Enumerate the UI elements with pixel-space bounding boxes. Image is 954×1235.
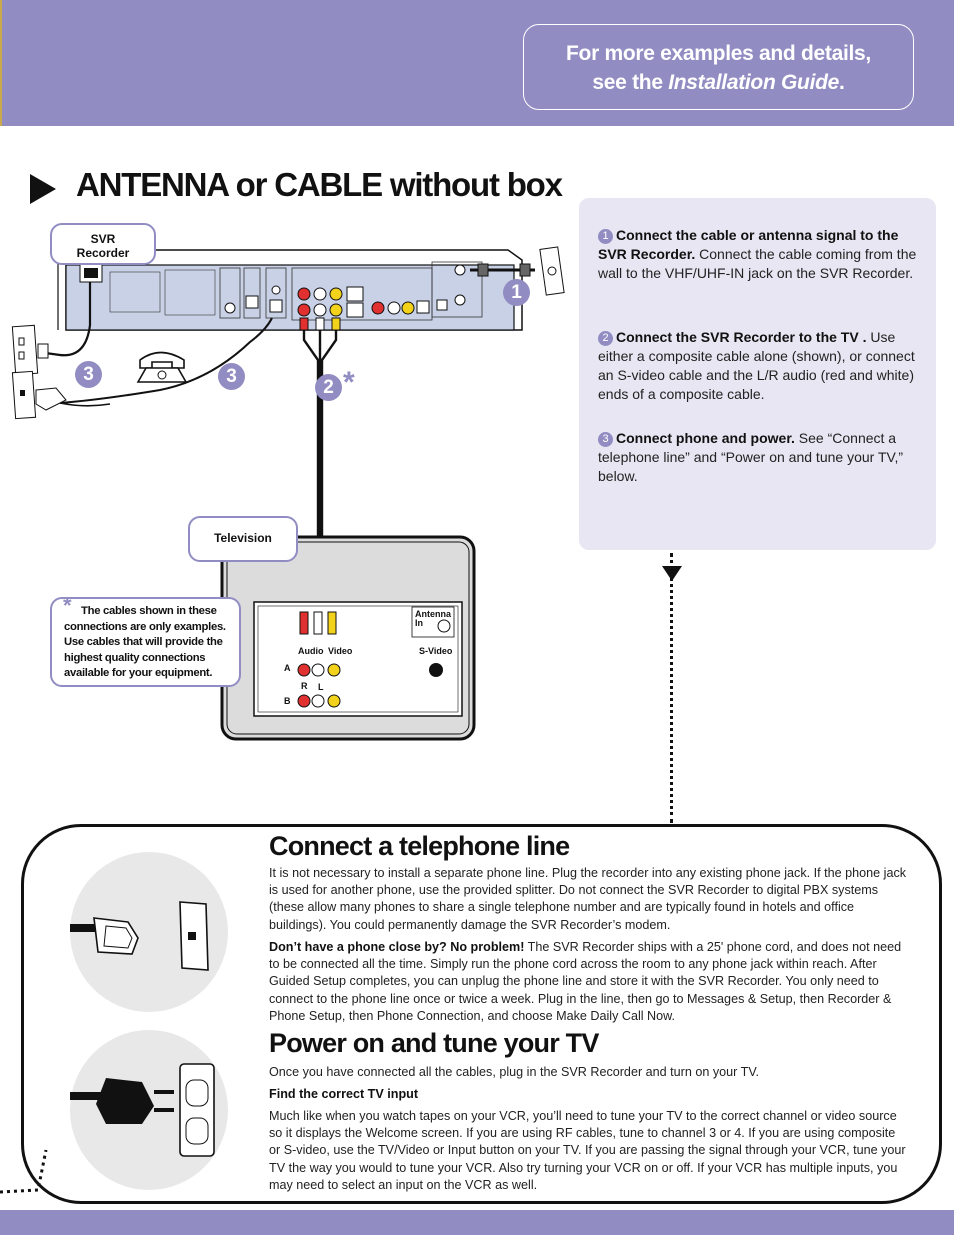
power-paragraph-1: Once you have connected all the cables, … [269,1065,760,1079]
tv-antenna-in-label: In [415,618,423,628]
step-3-text: See “Connect a telephone line” and “Powe… [598,430,904,484]
footnote-text: The cables shown in these connections ar… [64,605,226,679]
phone-section-title: Connect a telephone line [269,831,570,861]
step-2-title: Connect the SVR Recorder to the TV . [616,329,867,345]
tv-antenna-label: Antenna [415,609,452,619]
power-outlet-illustration [70,1030,228,1190]
bubble-3-power: 3 [75,361,102,388]
television-callout: Television [188,516,298,562]
connection-diagram: Audio Video A B R L Antenna In S-Video [11,246,565,741]
power-subhead: Find the correct TV input [269,1087,419,1101]
tv-audio-label: Audio [298,646,324,656]
heading-arrow-icon [30,174,56,204]
step-1-title: Connect the cable or antenna signal to t… [598,227,899,262]
phone-jack-illustration [70,852,228,1012]
tv-l-label: L [318,682,324,692]
bubble-1: 1 [503,279,530,306]
guide-line-2: see the Installation Guide. [524,68,913,97]
page-title: ANTENNA or CABLE without box [76,166,563,203]
svr-label-line-1: SVR [90,232,116,246]
left-dotted-connector [0,1149,48,1194]
tv-row-a-label: A [284,663,291,673]
phone-and-power-cords [11,282,273,420]
power-paragraph-2: Much like when you watch tapes on your V… [269,1109,906,1192]
step-1-number: 1 [598,229,613,244]
tv-r-label: R [301,681,308,691]
guide-line-1: For more examples and details, [566,42,871,65]
guide-reference-box: For more examples and details, see the I… [523,24,914,110]
bubble-2: 2 [315,374,342,401]
bottom-banner [0,1210,954,1235]
top-banner: For more examples and details, see the I… [0,0,954,126]
television-back-panel [220,535,476,741]
tv-svideo-label: S-Video [419,646,453,656]
tv-label: Television [214,531,272,545]
phone-paragraph-2: Don’t have a phone close by? No problem!… [269,939,909,1025]
guide-title: Installation Guide [668,71,840,94]
phone-paragraph-1: It is not necessary to install a separat… [269,866,907,932]
phone-paragraph-2-text: The SVR Recorder ships with a 25' phone … [269,940,902,1023]
telephone-icon [136,351,188,383]
svr-label-line-2: Recorder [76,246,130,260]
tv-video-label: Video [328,646,353,656]
tv-row-b-label: B [284,696,291,706]
antenna-cable [470,246,565,296]
phone-paragraph-2-lead: Don’t have a phone close by? No problem! [269,940,525,954]
footnote-callout: * The cables shown in these connections … [50,593,241,687]
step-1-text: Connect the cable coming from the wall t… [598,246,917,281]
footnote-star: * [63,593,72,618]
dotted-connector [670,553,673,823]
step-2-number: 2 [598,331,613,346]
guide-prefix: see the [592,71,669,94]
banner-edge [0,0,2,126]
step-2-text: Use either a composite cable alone (show… [598,329,915,402]
bubble-2-star: * [343,366,355,399]
guide-suffix: . [839,71,845,94]
power-section-title: Power on and tune your TV [269,1028,599,1058]
bubble-3-phone: 3 [218,363,245,390]
step-3-number: 3 [598,432,613,447]
svr-recorder-illustration [57,249,523,331]
step-3-title: Connect phone and power. [616,430,795,446]
down-arrow-icon [662,566,682,581]
svr-recorder-callout: SVR Recorder [50,223,156,265]
